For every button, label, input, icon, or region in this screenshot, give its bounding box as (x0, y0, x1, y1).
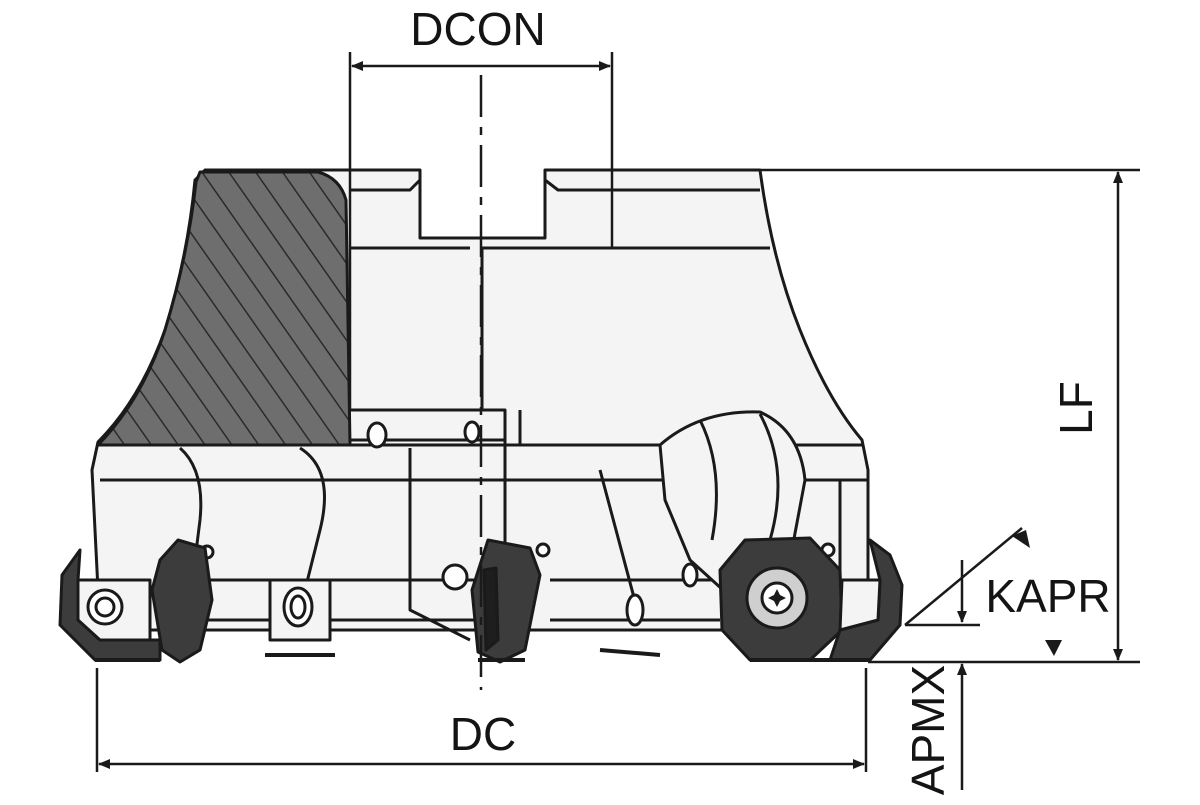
drive-slot (350, 178, 760, 192)
pocket-3-facet (698, 413, 780, 541)
hole (441, 563, 469, 591)
hole (535, 542, 551, 558)
kapr-arrow-top (1012, 530, 1030, 548)
apmx-label: APMX (902, 665, 954, 795)
dcon-label: DCON (410, 3, 545, 55)
insert-left-screw-inner (94, 596, 116, 618)
insert-2 (150, 538, 214, 664)
kapr-angle-line (904, 527, 1023, 626)
insert-3-face (482, 566, 500, 652)
pocket-1 (178, 446, 326, 611)
insert-2-screw-inner (289, 594, 307, 620)
hole (681, 562, 699, 588)
hole (625, 593, 645, 627)
lf-label: LF (1050, 381, 1102, 435)
torx-icon (768, 589, 786, 607)
dc-label: DC (450, 708, 516, 760)
hole (463, 420, 481, 444)
kapr-label: KAPR (985, 570, 1110, 622)
hole (366, 421, 388, 449)
bore-step (480, 248, 507, 640)
kapr-arrow-bottom (1045, 640, 1062, 656)
cutting-edge-line (95, 648, 870, 662)
hatched-section (96, 170, 352, 447)
insert-5-seat (838, 578, 882, 632)
pocket-2 (408, 448, 471, 642)
dimensions (95, 52, 1140, 790)
